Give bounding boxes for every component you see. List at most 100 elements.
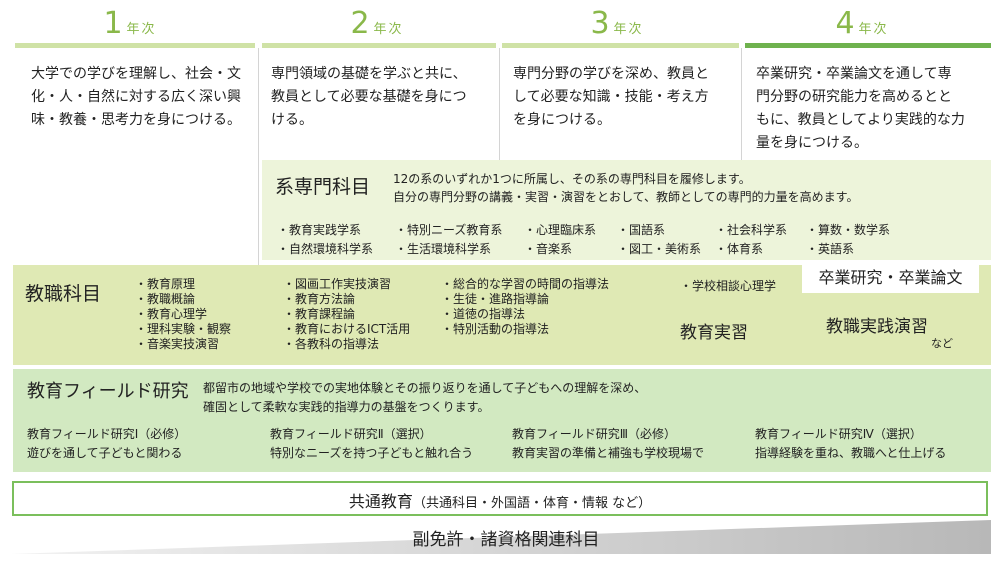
desc-line: 都留市の地域や学校での実地体験とその振り返りを通して子どもへの理解を深め、 xyxy=(203,381,647,395)
year-3-label: 年次 xyxy=(613,22,644,37)
desc-line: 化・人・自然に対する広く深い興 xyxy=(31,89,241,105)
kei-item: ・社会科学系 xyxy=(715,223,788,237)
year-4-label: 年次 xyxy=(858,22,889,37)
common-education-box xyxy=(12,481,988,516)
year-1-number: 1 xyxy=(103,6,123,41)
list-item: ・生徒・進路指導論 xyxy=(441,292,550,306)
column-divider xyxy=(741,48,742,160)
teaching-practice-label: 教育実習 xyxy=(680,323,748,343)
year-2-bar xyxy=(262,43,496,48)
desc-line: 卒業研究・卒業論文を通して専 xyxy=(756,66,952,82)
year-3-bar xyxy=(502,43,739,48)
list-item: ・教職概論 xyxy=(135,292,196,306)
course-name: 教育フィールド研究Ⅰ（必修） xyxy=(27,427,187,441)
list-item: ・音楽実技演習 xyxy=(135,337,220,351)
year-3-number: 3 xyxy=(590,6,610,41)
desc-line: 量を身につける。 xyxy=(756,135,868,151)
desc-line: 門分野の研究能力を高めるとと xyxy=(756,89,952,105)
list-item: ・教育原理 xyxy=(135,277,196,291)
kyoshoku-list-3: ・総合的な学習の時間の指導法 ・生徒・進路指導論 ・道徳の指導法 ・特別活動の指… xyxy=(441,277,609,337)
list-item: ・教育におけるICT活用 xyxy=(283,322,411,336)
kei-senmon-title: 系専門科目 xyxy=(275,176,371,198)
year-4-number: 4 xyxy=(835,6,855,41)
list-item: ・図画工作実技演習 xyxy=(283,277,392,291)
year-4-description: 卒業研究・卒業論文を通して専 門分野の研究能力を高めるとと もに、教員としてより… xyxy=(756,63,965,155)
desc-line: 味・教養・思考力を身につける。 xyxy=(31,112,241,128)
kei-item: ・体育系 xyxy=(715,242,764,256)
graduation-research-label: 卒業研究・卒業論文 xyxy=(818,268,963,287)
year-2-description: 専門領域の基礎を学ぶと共に、 教員として必要な基礎を身につ ける。 xyxy=(271,63,467,132)
common-education-label: 共通教育（共通科目・外国語・体育・情報 など） xyxy=(12,488,988,512)
desc-line: 大学での学びを理解し、社会・文 xyxy=(31,66,241,82)
desc-line: 自分の専門分野の講義・実習・演習をとおして、教師としての専門的力量を高めます。 xyxy=(393,190,859,204)
kei-item: ・英語系 xyxy=(806,242,855,256)
desc-line: を身につける。 xyxy=(513,112,611,128)
kei-item: ・音楽系 xyxy=(524,242,573,256)
kei-senmon-description: 12の系のいずれか1つに所属し、その系の専門科目を履修します。 自分の専門分野の… xyxy=(393,170,858,206)
kei-item: ・教育実践学系 xyxy=(277,223,362,237)
kyoshoku-title: 教職科目 xyxy=(25,283,102,305)
course-description: 指導経験を重ね、教職へと仕上げる xyxy=(755,446,947,460)
common-education-title: 共通教育 xyxy=(348,492,413,511)
year-3-description: 専門分野の学びを深め、教員と して必要な知識・技能・考え方 を身につける。 xyxy=(513,63,709,132)
list-item: ・総合的な学習の時間の指導法 xyxy=(441,277,610,291)
course-description: 特別なニーズを持つ子どもと触れ合う xyxy=(270,446,474,460)
year-1-description: 大学での学びを理解し、社会・文 化・人・自然に対する広く深い興 味・教養・思考力… xyxy=(31,63,241,132)
education-field-description: 都留市の地域や学校での実地体験とその振り返りを通して子どもへの理解を深め、 確固… xyxy=(203,379,646,417)
list-item: ・各教科の指導法 xyxy=(283,337,380,351)
list-item: ・理科実験・観察 xyxy=(135,322,232,336)
desc-line: して必要な知識・技能・考え方 xyxy=(513,89,709,105)
desc-line: もに、教員としてより実践的な力 xyxy=(756,112,965,128)
desc-line: ける。 xyxy=(271,112,313,128)
kyoshoku-list-1: ・教育原理 ・教職概論 ・教育心理学 ・理科実験・観察 ・音楽実技演習 xyxy=(135,277,231,352)
kei-item: ・自然環境科学系 xyxy=(277,242,374,256)
kei-item: ・国語系 xyxy=(617,223,666,237)
common-education-subtitle: （共通科目・外国語・体育・情報 など） xyxy=(412,496,652,511)
desc-line: 12の系のいずれか1つに所属し、その系の専門科目を履修します。 xyxy=(393,172,751,186)
list-item: ・特別活動の指導法 xyxy=(441,322,550,336)
desc-line: 教員として必要な基礎を身につ xyxy=(271,89,467,105)
year-1-label: 年次 xyxy=(126,22,157,37)
education-field-title: 教育フィールド研究 xyxy=(27,381,189,402)
list-item: ・道徳の指導法 xyxy=(441,307,526,321)
list-item: ・教育心理学 xyxy=(135,307,208,321)
kei-item: ・算数・数学系 xyxy=(806,223,891,237)
etc-label: など xyxy=(931,337,953,350)
kei-senmon-box xyxy=(262,160,991,260)
field-course-1: 教育フィールド研究Ⅰ（必修） 遊びを通して子どもと関わる xyxy=(27,425,186,463)
year-4-bar xyxy=(745,43,991,48)
kei-item: ・図工・美術系 xyxy=(617,242,702,256)
course-name: 教育フィールド研究Ⅲ（必修） xyxy=(512,427,677,441)
course-name: 教育フィールド研究Ⅳ（選択） xyxy=(755,427,922,441)
year-1-bar xyxy=(15,43,255,48)
field-course-2: 教育フィールド研究Ⅱ（選択） 特別なニーズを持つ子どもと触れ合う xyxy=(270,425,473,463)
course-description: 教育実習の準備と補強も学校現場で xyxy=(512,446,705,460)
column-divider xyxy=(499,48,500,160)
list-item: ・学校相談心理学 xyxy=(680,279,777,293)
column-divider xyxy=(258,48,259,265)
list-item: ・教育課程論 xyxy=(283,307,356,321)
sub-license-wedge xyxy=(11,520,991,554)
kyoshoku-list-2: ・図画工作実技演習 ・教育方法論 ・教育課程論 ・教育におけるICT活用 ・各教… xyxy=(283,277,410,352)
desc-line: 確固として柔軟な実践的指導力の基盤をつくります。 xyxy=(203,400,490,414)
kyoshoku-list-4: ・学校相談心理学 xyxy=(680,279,776,294)
course-name: 教育フィールド研究Ⅱ（選択） xyxy=(270,427,432,441)
field-course-4: 教育フィールド研究Ⅳ（選択） 指導経験を重ね、教職へと仕上げる xyxy=(755,425,946,463)
year-2-number: 2 xyxy=(350,6,370,41)
graduation-box xyxy=(802,260,979,293)
sub-license-label: 副免許・諸資格関連科目 xyxy=(412,530,600,550)
kei-item: ・特別ニーズ教育系 xyxy=(395,223,503,237)
year-2-label: 年次 xyxy=(373,22,404,37)
list-item: ・教育方法論 xyxy=(283,292,356,306)
field-course-3: 教育フィールド研究Ⅲ（必修） 教育実習の準備と補強も学校現場で xyxy=(512,425,704,463)
desc-line: 専門分野の学びを深め、教員と xyxy=(513,66,709,82)
education-field-box xyxy=(13,369,991,472)
course-description: 遊びを通して子どもと関わる xyxy=(27,446,183,460)
kei-item: ・生活環境科学系 xyxy=(395,242,492,256)
desc-line: 専門領域の基礎を学ぶと共に、 xyxy=(271,66,467,82)
teaching-seminar-label: 教職実践演習 xyxy=(826,317,928,337)
